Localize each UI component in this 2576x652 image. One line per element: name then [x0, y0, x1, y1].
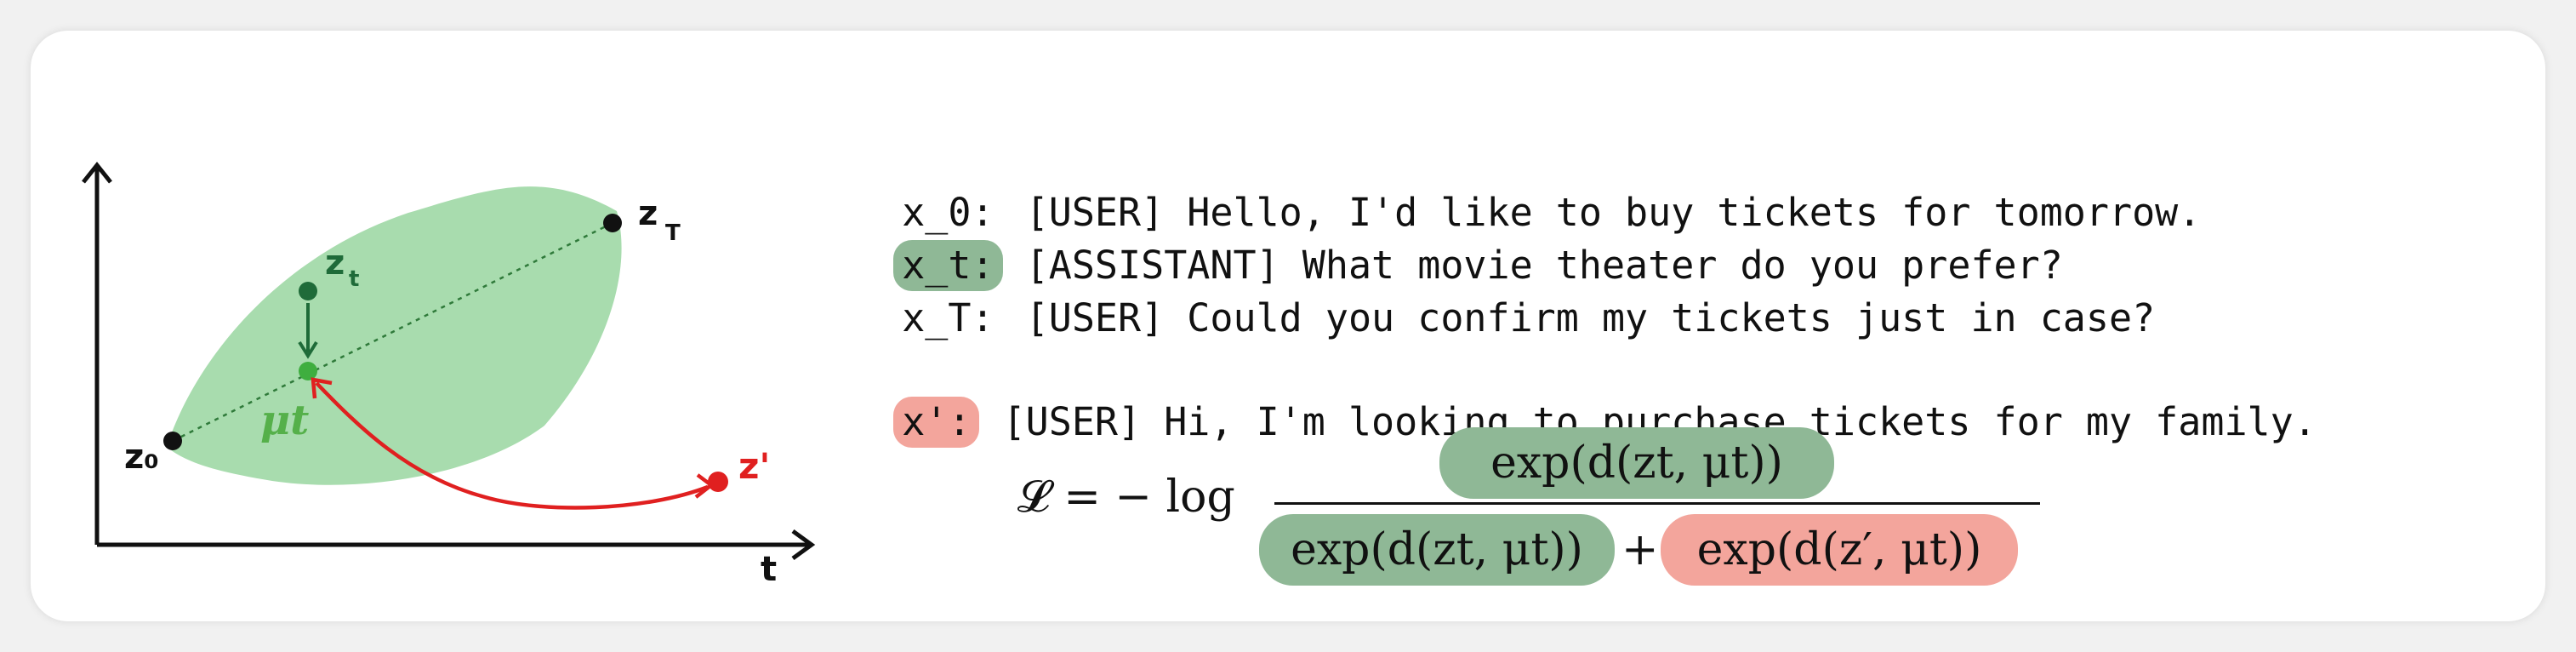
dialogue-line-xT: x_T: [USER] Could you confirm my tickets… [847, 242, 2155, 340]
x-axis-label: t [761, 550, 777, 589]
zT-subscript: T [665, 220, 681, 246]
text-xT: [USER] Could you confirm my tickets just… [1025, 295, 2156, 340]
negative-pull-arrow [315, 381, 709, 510]
numerator-pill: exp(d(zt, μt)) [1439, 427, 1834, 499]
plus-sign: + [1621, 524, 1659, 575]
z-prime-point [708, 472, 728, 492]
denominator-right-pill: exp(d(z′, μt)) [1661, 514, 2018, 586]
latent-region [167, 186, 622, 485]
fraction-bar [1274, 502, 2040, 505]
dialogue-line-xprime: x': [USER] Hi, I'm looking to purchase t… [847, 346, 2317, 448]
mu-t-label: μt [260, 397, 309, 444]
zT-point [603, 214, 622, 232]
tag-xprime: x': [893, 397, 980, 448]
interpolation-line [172, 221, 613, 443]
z0-label: z₀ [124, 438, 159, 477]
zt-subscript: t [349, 266, 359, 292]
tag-xt: x_t: [893, 240, 1003, 291]
y-axis-arrow [82, 161, 112, 184]
zt-label: z [325, 243, 345, 283]
loss-formula: 𝓛 = − log exp(d(zt, μt)) exp(d(zt, μt)) … [1017, 424, 2040, 594]
text-xt: [ASSISTANT] What movie theater do you pr… [1025, 243, 2063, 288]
z-prime-label: z' [738, 445, 770, 487]
tag-x0: x_0: [902, 190, 994, 235]
zt-point [299, 282, 317, 300]
x-axis-arrow [791, 529, 816, 561]
zT-label: z [638, 194, 658, 233]
denominator-left-pill: exp(d(zt, μt)) [1259, 514, 1615, 586]
text-x0: [USER] Hello, I'd like to buy tickets fo… [1025, 190, 2202, 235]
loss-lhs: 𝓛 = − log [1017, 472, 1235, 523]
z0-point [163, 432, 182, 450]
mu-t-point [299, 362, 317, 380]
dialogue-line-xt: x_t: [ASSISTANT] What movie theater do y… [847, 189, 2063, 291]
tag-xT: x_T: [902, 295, 994, 340]
dialogue-line-x0: x_0: [USER] Hello, I'd like to buy ticke… [847, 136, 2201, 235]
